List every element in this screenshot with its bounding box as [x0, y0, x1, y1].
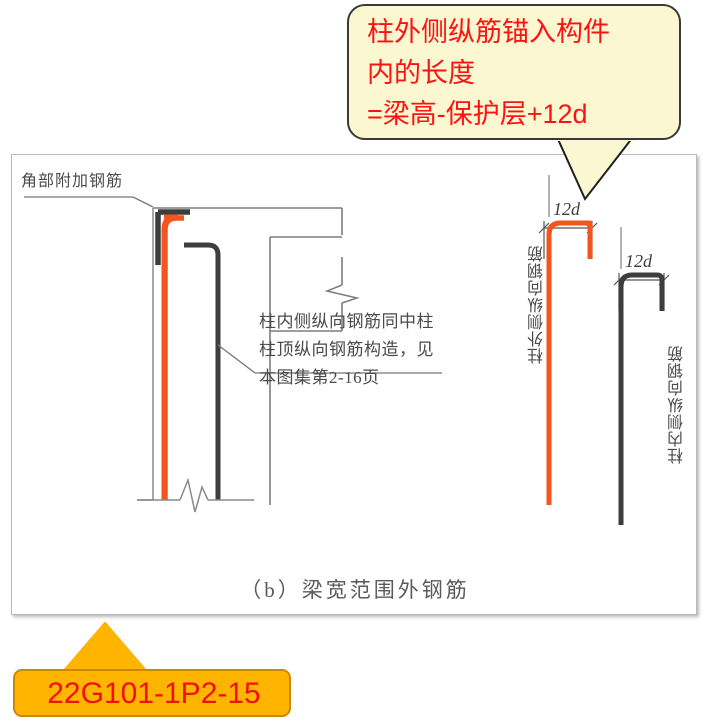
corner-bar-leader — [24, 196, 154, 208]
construction-note-text: 柱内侧纵向钢筋同中柱 柱顶纵向钢筋构造，见 本图集第2-16页 — [259, 312, 434, 387]
outer-rebar-right-detail — [546, 220, 593, 505]
corner-additional-rebar-label: 角部附加钢筋 — [21, 173, 124, 190]
reference-code-box: 22G101-1P2-15 — [13, 669, 291, 717]
beam-outline — [153, 207, 343, 505]
annotation-callout-bubble: 柱外侧纵筋锚入构件 内的长度 =梁高-保护层+12d — [347, 4, 681, 140]
left-detail-bottom-break — [137, 477, 254, 513]
reference-box-tail — [60, 621, 150, 674]
reference-code-text: 22G101-1P2-15 — [47, 677, 261, 710]
note-leader-line — [217, 344, 442, 374]
inner-rebar-right-detail — [618, 272, 665, 525]
callout-text: 柱外侧纵筋锚入构件 内的长度 =梁高-保护层+12d — [367, 17, 610, 129]
column-outline — [137, 208, 154, 501]
callout-bubble-tail — [555, 136, 636, 209]
drawing-vector-graphics — [24, 175, 670, 525]
dimension-label-12d-inner: 12d — [625, 251, 652, 271]
construction-drawing-panel: 角部附加钢筋 柱内侧纵向钢筋同中柱 柱顶纵向钢筋构造，见 本图集第2-16页 柱… — [11, 154, 697, 615]
figure-caption: （b）梁宽范围外钢筋 — [240, 578, 470, 602]
beam-break-line — [324, 284, 360, 304]
inner-column-longitudinal-rebar — [184, 242, 221, 500]
outer-rebar-vertical-label: 柱外侧纵向钢筋 — [529, 245, 546, 364]
dimension-label-12d-outer: 12d — [553, 199, 580, 219]
inner-rebar-vertical-label: 柱内侧纵向钢筋 — [669, 345, 686, 464]
